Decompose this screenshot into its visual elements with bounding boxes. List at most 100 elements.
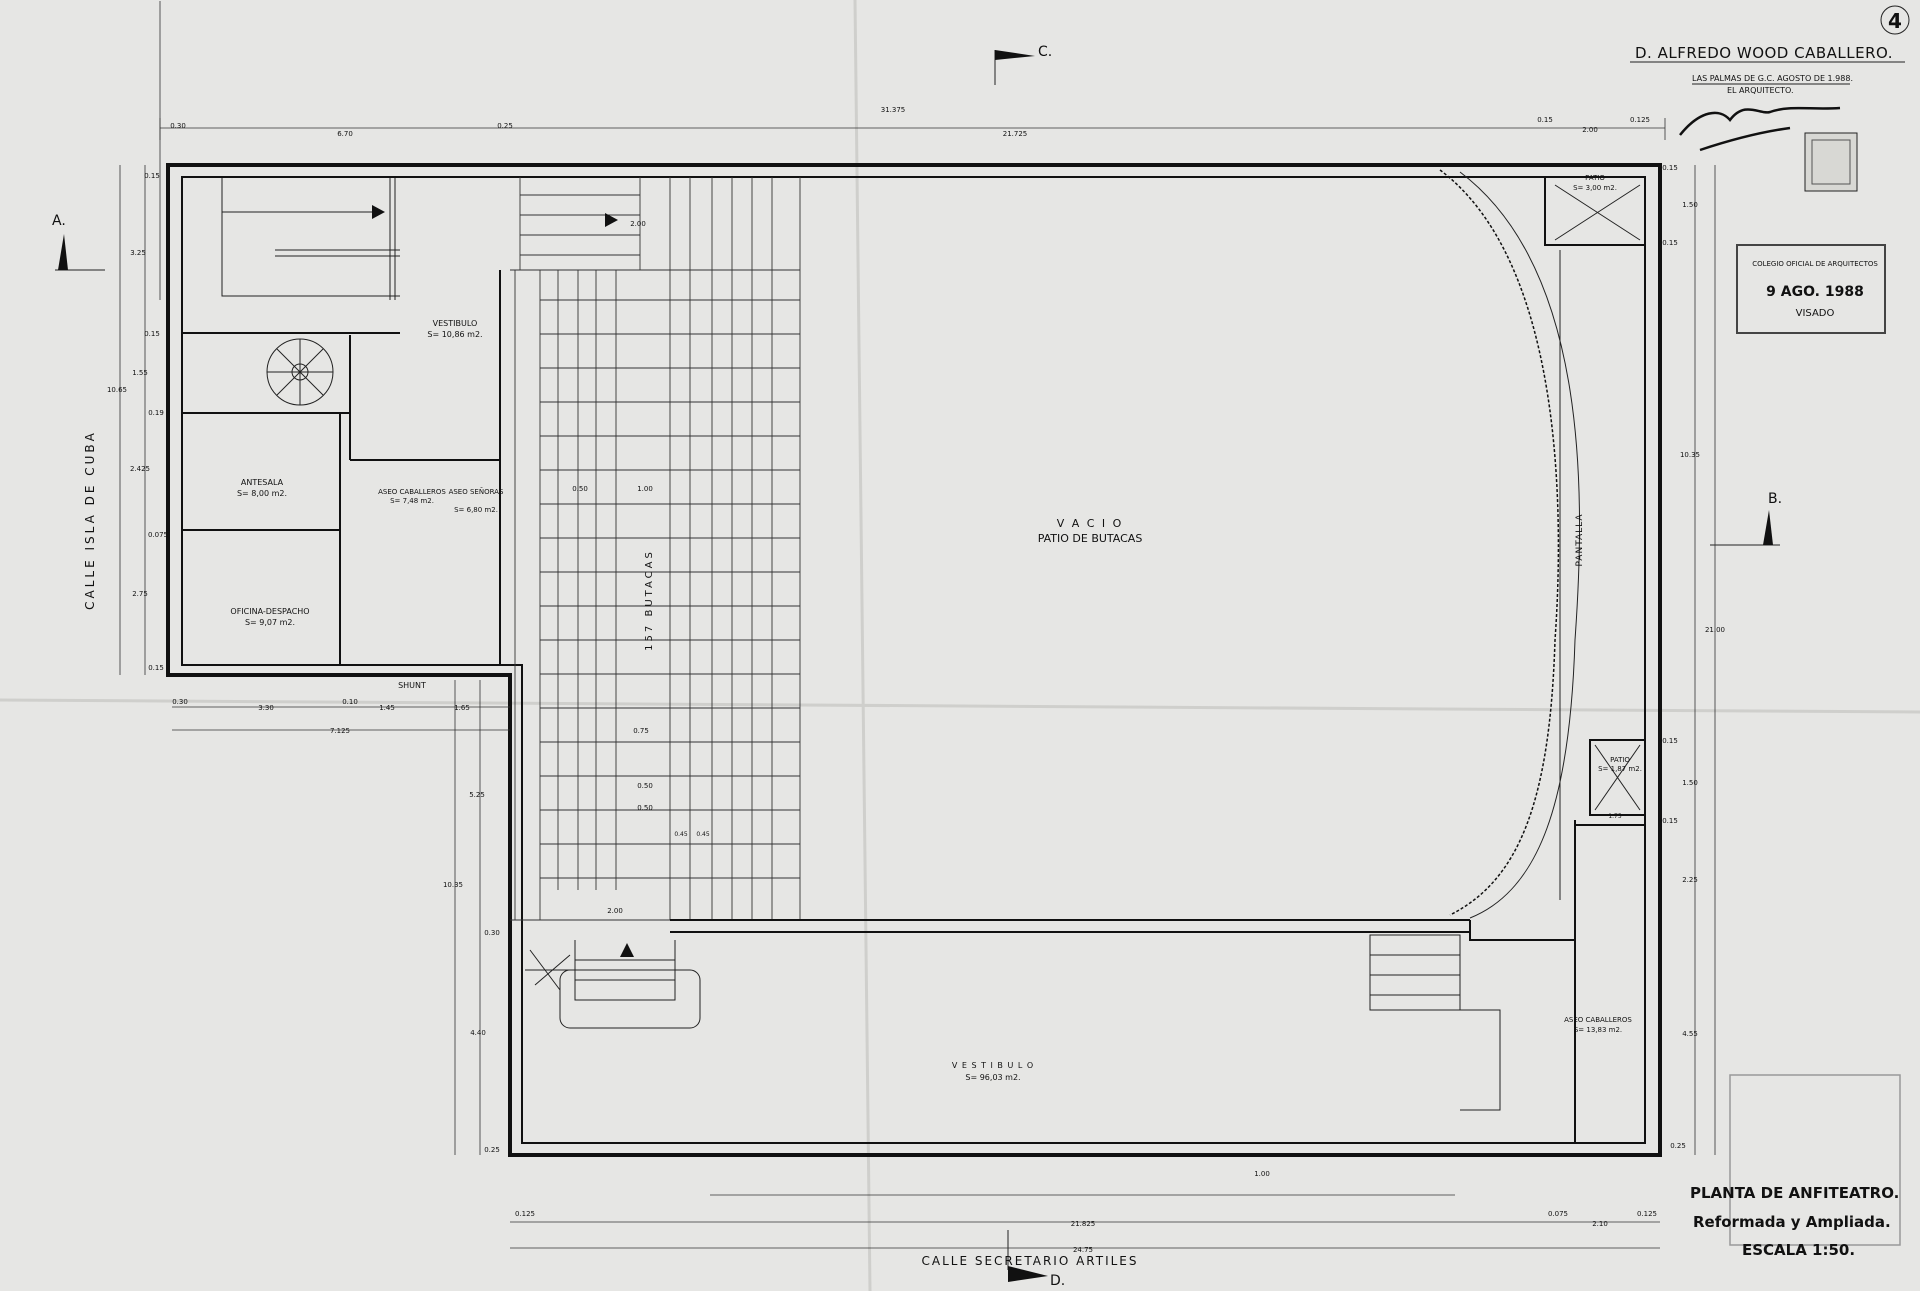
building-outer-wall	[166, 163, 1662, 1157]
dim-mid-030: 0.30	[172, 698, 188, 706]
seating-rows	[510, 177, 801, 921]
dim-stair-200: 2.00	[630, 220, 646, 228]
room-aseo-caballeros-name: ASEO CABALLEROS	[378, 488, 446, 496]
section-mark-a: A.	[52, 213, 105, 271]
patio-mid-area: S= 1,87 m2.	[1598, 765, 1642, 773]
paper-fold-horizontal	[0, 698, 1920, 714]
seat-row-ticks	[540, 299, 800, 879]
dim-left2-525: 5.25	[469, 791, 485, 799]
plant-symbol	[525, 949, 575, 991]
architect-signature	[1679, 106, 1841, 152]
void-label-line1: V A C I O	[1057, 517, 1124, 530]
patio-top-area: S= 3,00 m2.	[1573, 184, 1617, 192]
dim-left-155: 1.55	[132, 369, 148, 377]
stair-bottom-right	[1369, 934, 1501, 1111]
street-bottom-label: CALLE SECRETARIO ARTILES	[921, 1254, 1138, 1268]
sheet-number: 4	[1888, 9, 1902, 33]
dim-left2-440: 4.40	[470, 1029, 486, 1037]
amphitheatre-front-wall	[670, 820, 1576, 941]
faded-stamp	[1729, 1074, 1901, 1246]
street-left-label: CALLE ISLA DE CUBA	[83, 430, 97, 610]
dim-bottom-21825: 21.825	[1071, 1220, 1096, 1228]
room-vestibulo-top-name: VESTIBULO	[433, 319, 478, 328]
college-stamp-visa: VISADO	[1796, 308, 1835, 319]
room-aseo-senoras-area: S= 6,80 m2.	[454, 506, 498, 514]
screen-curve	[1439, 169, 1560, 916]
dim-row-075: 0.75	[633, 727, 649, 735]
left-wing-partitions	[182, 270, 501, 666]
toilets-right-wall	[1574, 824, 1645, 1143]
dim-right-150b: 1.50	[1682, 779, 1698, 787]
room-oficina-name: OFICINA-DESPACHO	[230, 607, 309, 616]
dim-aisle-100: 1.00	[637, 485, 653, 493]
patio-top-wall	[1544, 177, 1645, 246]
dim-right-015b: 0.15	[1662, 239, 1678, 247]
place-date: LAS PALMAS DE G.C. AGOSTO DE 1.988.	[1692, 74, 1853, 83]
dim-left2-030: 0.30	[484, 929, 500, 937]
author-name: D. ALFREDO WOOD CABALLERO.	[1635, 44, 1893, 62]
svg-text:D.: D.	[1050, 1273, 1065, 1289]
paper-fold-vertical	[853, 0, 872, 1291]
dim-bottom-100: 1.00	[1254, 1170, 1270, 1178]
dim-top-670: 6.70	[337, 130, 353, 138]
spiral-stair	[266, 338, 334, 406]
dim-right-175: 1.75	[1608, 813, 1622, 820]
room-vestibulo-top-area: S= 10,86 m2.	[427, 330, 482, 339]
seats-label: 157 BUTACAS	[644, 549, 655, 651]
college-stamp-date: 9 AGO. 1988	[1766, 284, 1864, 300]
sheet-number-circle	[1880, 5, 1910, 35]
plan-title-line3: ESCALA 1:50.	[1742, 1241, 1855, 1259]
room-vestibulo-bottom-area: S= 96,03 m2.	[965, 1073, 1020, 1082]
plan-title-line2: Reformada y Ampliada.	[1693, 1213, 1891, 1231]
section-mark-d: D.	[1007, 1230, 1065, 1289]
college-stamp-text: COLEGIO OFICIAL DE ARQUITECTOS	[1752, 260, 1878, 268]
dim-mid-330: 3.30	[258, 704, 274, 712]
section-mark-b: B.	[1710, 491, 1782, 546]
dim-left-325: 3.25	[130, 249, 146, 257]
stair-top-left	[221, 178, 400, 300]
dim-right-150a: 1.50	[1682, 201, 1698, 209]
dim-bottom-0125: 0.125	[515, 1210, 535, 1218]
dim-top-21725: 21.725	[1003, 130, 1028, 138]
dim-bottom-0125b: 0.125	[1637, 1210, 1657, 1218]
patio-top-cross	[1554, 184, 1641, 241]
dim-right-1035: 10.35	[1680, 451, 1700, 459]
svg-text:C.: C.	[1038, 44, 1052, 60]
shunt-label: SHUNT	[398, 681, 426, 690]
patio-top-name: PATIO	[1585, 174, 1605, 182]
dim-bottom-total: 24.75	[1073, 1246, 1093, 1254]
dim-mid-010: 0.10	[342, 698, 358, 706]
dim-top-025: 0.25	[497, 122, 513, 130]
dim-right-025: 0.25	[1670, 1142, 1686, 1150]
building-inner-wall	[181, 176, 1646, 1144]
dim-top-200: 2.00	[1582, 126, 1598, 134]
void-label-line2: PATIO DE BUTACAS	[1038, 532, 1143, 545]
revenue-stamp	[1804, 132, 1858, 192]
patio-mid-wall	[1589, 739, 1646, 816]
room-vestibulo-bottom-name: V E S T I B U L O	[952, 1061, 1034, 1070]
room-aseo-caballeros-area: S= 7,48 m2.	[390, 497, 434, 505]
dim-row-050b: 0.50	[637, 804, 653, 812]
dim-left-0075: 0.075	[148, 531, 168, 539]
dim-left-015c: 0.15	[148, 664, 164, 672]
dim-right-015c: 0.15	[1662, 737, 1678, 745]
dim-left-015b: 0.15	[144, 330, 160, 338]
dim-seat-045b: 0.45	[696, 831, 710, 838]
dim-seat-045a: 0.45	[674, 831, 688, 838]
dim-aisle-050: 0.50	[572, 485, 588, 493]
dim-bottom-0075: 0.075	[1548, 1210, 1568, 1218]
room-oficina-area: S= 9,07 m2.	[245, 618, 295, 627]
dim-left-2425: 2.425	[130, 465, 150, 473]
dim-bottom-210: 2.10	[1592, 1220, 1608, 1228]
dim-left-1065: 10.65	[107, 386, 127, 394]
dim-top-total: 31.375	[881, 106, 906, 114]
dim-top-0125: 0.125	[1630, 116, 1650, 124]
dim-bottom-stair-200: 2.00	[607, 907, 623, 915]
dim-left2-025: 0.25	[484, 1146, 500, 1154]
college-stamp	[1736, 244, 1886, 334]
revenue-stamp-inner	[1811, 139, 1851, 185]
dim-left-015a: 0.15	[144, 172, 160, 180]
dim-right-455: 4.55	[1682, 1030, 1698, 1038]
dim-left-275: 2.75	[132, 590, 148, 598]
